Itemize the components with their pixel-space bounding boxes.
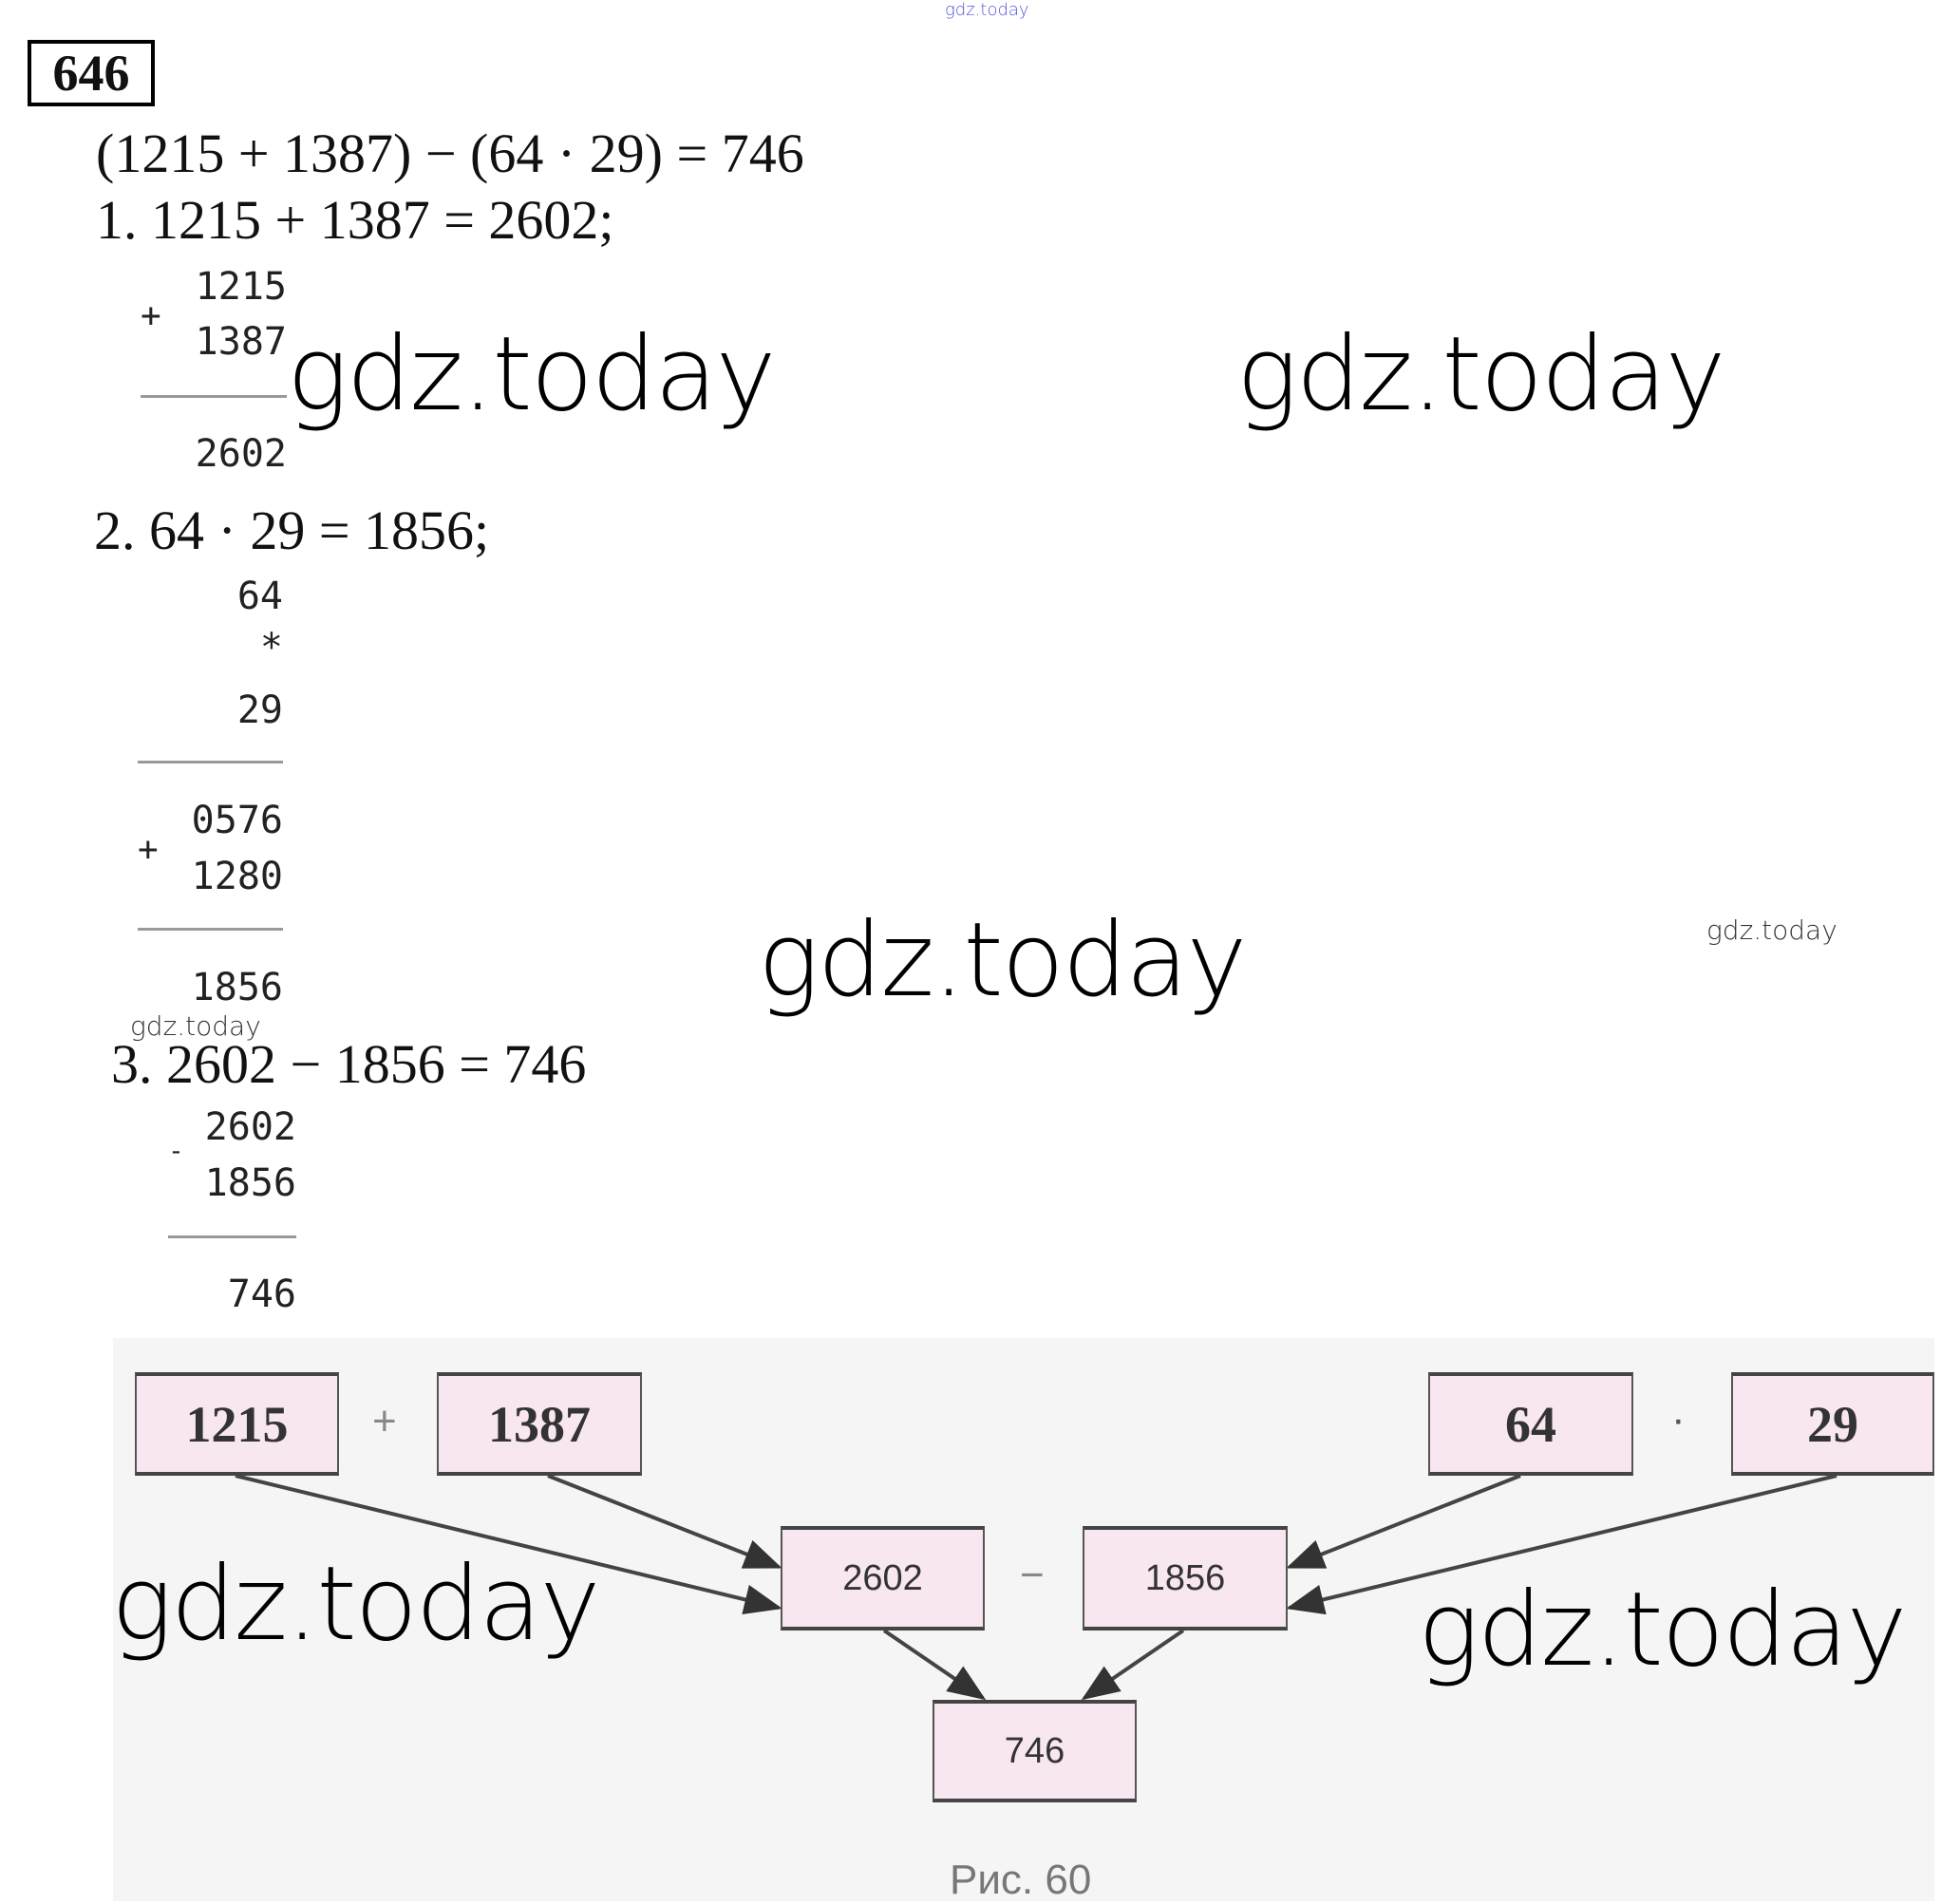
diagram-node-64: 64 — [1428, 1372, 1633, 1476]
step1-operand2: 1387 — [195, 320, 287, 364]
step2-rule1 — [138, 761, 283, 763]
diagram-node-1215: 1215 — [135, 1372, 339, 1476]
step2-partial2: 1280 — [191, 855, 283, 898]
step1-rule — [141, 395, 287, 398]
diagram-node-1387: 1387 — [437, 1372, 642, 1476]
step3-operand2: 1856 — [204, 1161, 296, 1205]
watermark-top: gdz.today — [945, 0, 1029, 20]
watermark: gdz.today — [1418, 1571, 1907, 1689]
watermark: gdz.today — [287, 315, 776, 434]
step2-operand2: 29 — [236, 688, 283, 732]
step1-operand1: 1215 — [195, 265, 287, 309]
arrow-64-to-1856 — [1286, 1474, 1521, 1569]
step2-operand1: 64 — [236, 575, 283, 618]
diagram-op-plus: + — [372, 1398, 397, 1444]
watermark: gdz.today — [1236, 315, 1725, 434]
step1-result: 2602 — [195, 432, 287, 476]
step2-result: 1856 — [191, 966, 283, 1009]
diagram-node-29: 29 — [1731, 1372, 1934, 1476]
arrow-1215-to-2602 — [235, 1474, 782, 1615]
diagram-node-746: 746 — [933, 1700, 1137, 1802]
diagram-node-2602: 2602 — [781, 1526, 985, 1631]
arrow-1856-to-746 — [1081, 1629, 1185, 1701]
diagram-node-1856: 1856 — [1083, 1526, 1288, 1631]
task-number: 646 — [28, 40, 155, 106]
step1-text: 1. 1215 + 1387 = 2602; — [96, 189, 614, 251]
step3-text: 3. 2602 − 1856 = 746 — [111, 1033, 587, 1095]
diagram-op-minus: − — [1020, 1552, 1045, 1598]
figure-caption: Рис. 60 — [950, 1857, 1092, 1903]
step3-operand1: 2602 — [204, 1105, 296, 1149]
arrow-1387-to-2602 — [547, 1474, 782, 1569]
watermark-small: gdz.today — [1706, 914, 1838, 946]
step3-operator: - — [168, 1135, 184, 1166]
step2-operator: * — [259, 626, 283, 669]
step1-operator: + — [141, 296, 161, 335]
step2-text: 2. 64 · 29 = 1856; — [94, 500, 490, 561]
arrow-29-to-1856 — [1286, 1474, 1838, 1615]
diagram-op-dot: · — [1671, 1396, 1686, 1442]
step2-partial-operator: + — [138, 830, 159, 869]
watermark-small: gdz.today — [130, 1010, 261, 1042]
step3-rule — [168, 1235, 296, 1238]
arrow-2602-to-746 — [882, 1629, 987, 1701]
main-expression: (1215 + 1387) − (64 · 29) = 746 — [96, 123, 804, 184]
step2-rule2 — [138, 928, 283, 931]
watermark: gdz.today — [111, 1545, 600, 1664]
watermark: gdz.today — [758, 901, 1247, 1020]
step3-result: 746 — [227, 1272, 296, 1316]
step2-partial1: 0576 — [191, 799, 283, 842]
